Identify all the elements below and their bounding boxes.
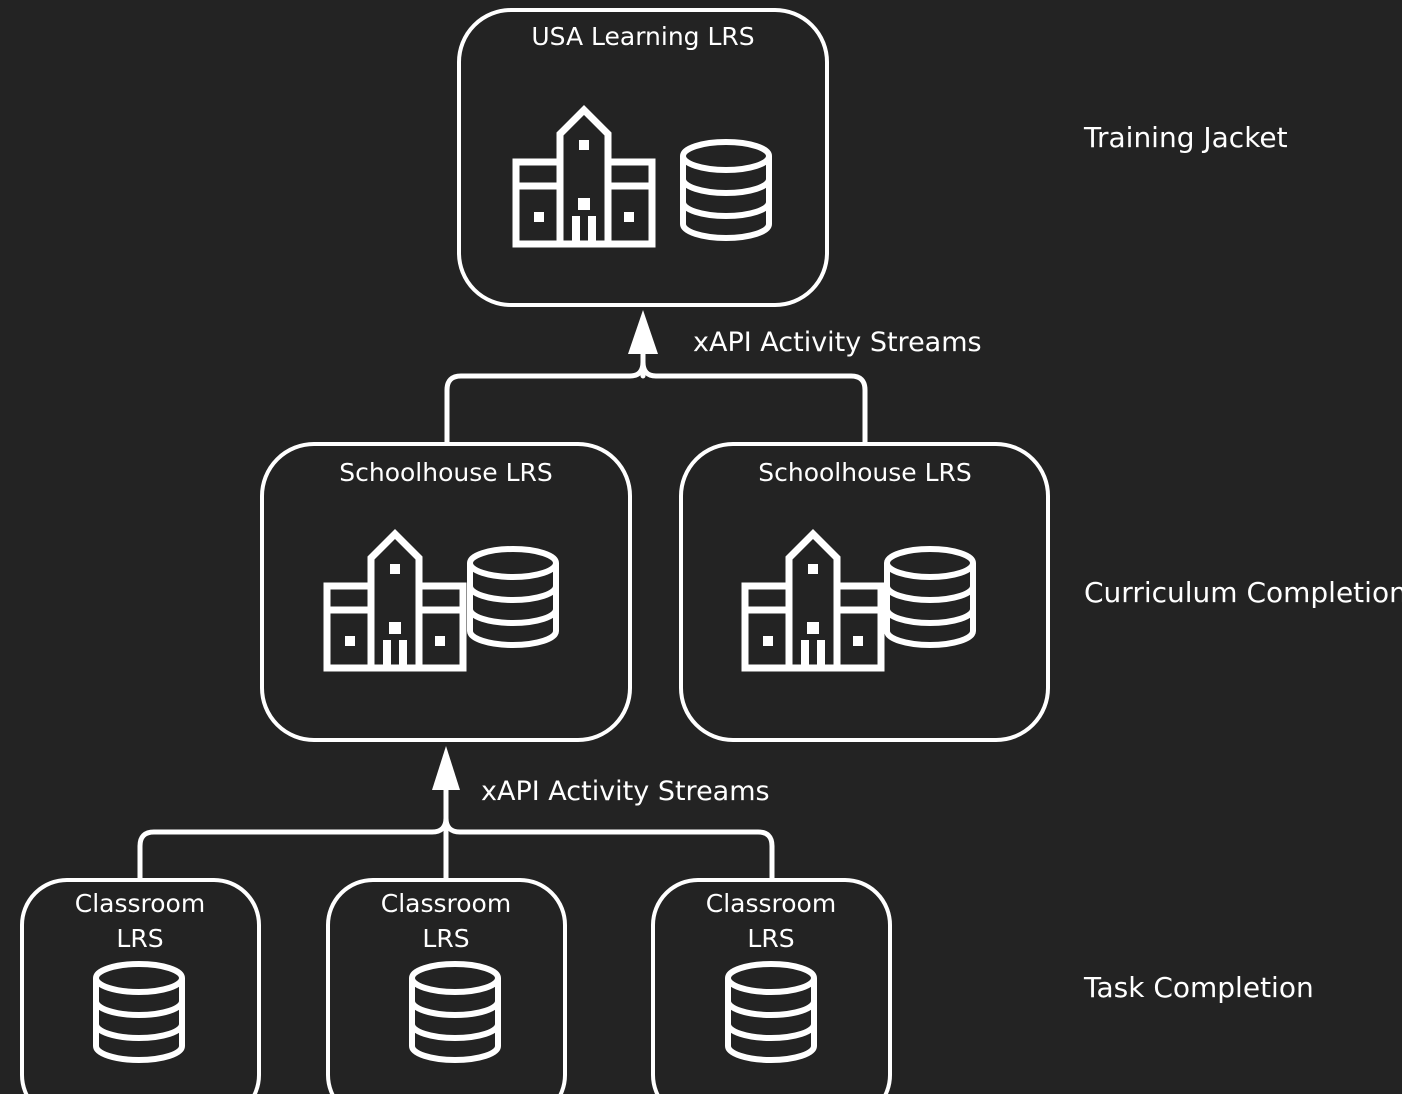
- database-icon: [470, 549, 556, 645]
- database-icon: [728, 964, 814, 1060]
- schoolhouse-lrs-node: Schoolhouse LRS: [260, 442, 632, 742]
- classroom-lrs-node: Classroom LRS: [20, 878, 261, 1094]
- database-icon: [412, 964, 498, 1060]
- school-icon: [745, 534, 881, 668]
- school-icon: [327, 534, 463, 668]
- tier-label-bottom: Task Completion: [1083, 971, 1314, 1004]
- school-icon: [516, 110, 652, 244]
- node-title-line1: Classroom: [706, 889, 836, 918]
- database-icon: [887, 549, 973, 645]
- tier-label-middle: Curriculum Completion: [1084, 576, 1402, 609]
- database-icon: [96, 964, 182, 1060]
- classroom-lrs-node: Classroom LRS: [651, 878, 892, 1094]
- arrow-up-icon: [628, 310, 658, 354]
- arrow-up-icon: [432, 746, 460, 790]
- node-title-line2: LRS: [116, 924, 163, 953]
- stream-label-lower: xAPI Activity Streams: [481, 776, 770, 807]
- node-title: Schoolhouse LRS: [758, 458, 972, 487]
- node-title-line1: Classroom: [75, 889, 205, 918]
- usa-learning-lrs-node: USA Learning LRS: [457, 8, 829, 307]
- node-title-line2: LRS: [747, 924, 794, 953]
- classroom-connector: [137, 777, 775, 881]
- stream-label-upper: xAPI Activity Streams: [693, 327, 982, 358]
- tier-label-top: Training Jacket: [1083, 121, 1288, 154]
- classroom-lrs-node: Classroom LRS: [326, 878, 567, 1094]
- node-title-line1: Classroom: [381, 889, 511, 918]
- schoolhouse-connector: [444, 342, 868, 445]
- node-title-line2: LRS: [422, 924, 469, 953]
- schoolhouse-lrs-node: Schoolhouse LRS: [679, 442, 1050, 742]
- node-title: Schoolhouse LRS: [339, 458, 553, 487]
- node-title: USA Learning LRS: [531, 22, 754, 51]
- database-icon: [683, 142, 769, 238]
